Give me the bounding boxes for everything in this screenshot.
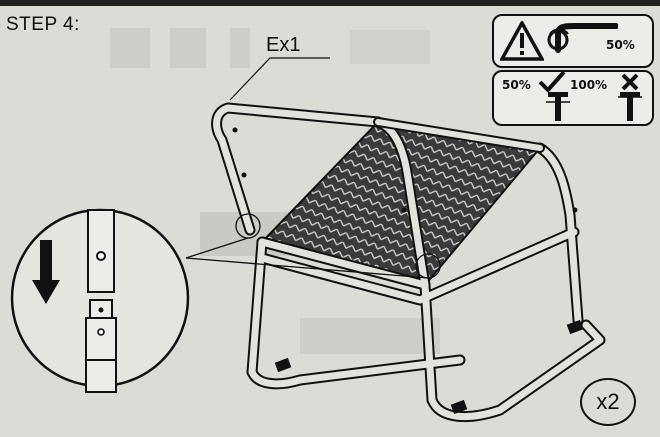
- upper-tube: [87, 209, 115, 293]
- part-label: Ex1: [266, 34, 301, 56]
- tightness-guide-box: 50% 100%: [492, 70, 654, 126]
- part-leader-line: [229, 57, 330, 101]
- chair-frame: [211, 102, 606, 423]
- bolt-full-tight-icon: [618, 92, 642, 121]
- tighten-percent: 50%: [606, 38, 635, 52]
- step-label: STEP 4:: [6, 14, 80, 35]
- tighten-warning-box: 50%: [492, 14, 654, 68]
- down-arrow-icon: [32, 240, 60, 304]
- top-border: [0, 0, 660, 6]
- quantity-badge: x2: [580, 378, 636, 426]
- detail-zoom-circle: [10, 208, 190, 393]
- bolt-half-tight-icon: [546, 92, 570, 121]
- lower-tube: [85, 299, 117, 393]
- joint-callouts: [185, 213, 441, 279]
- warning-triangle-icon: [500, 21, 544, 61]
- not-ok-percent: 100%: [570, 78, 608, 92]
- check-icon: [538, 70, 566, 92]
- cross-icon: [621, 73, 639, 91]
- warning-panel: 50% 50% 100%: [492, 14, 654, 126]
- allen-key-icon: [547, 23, 618, 53]
- ok-percent: 50%: [502, 78, 531, 92]
